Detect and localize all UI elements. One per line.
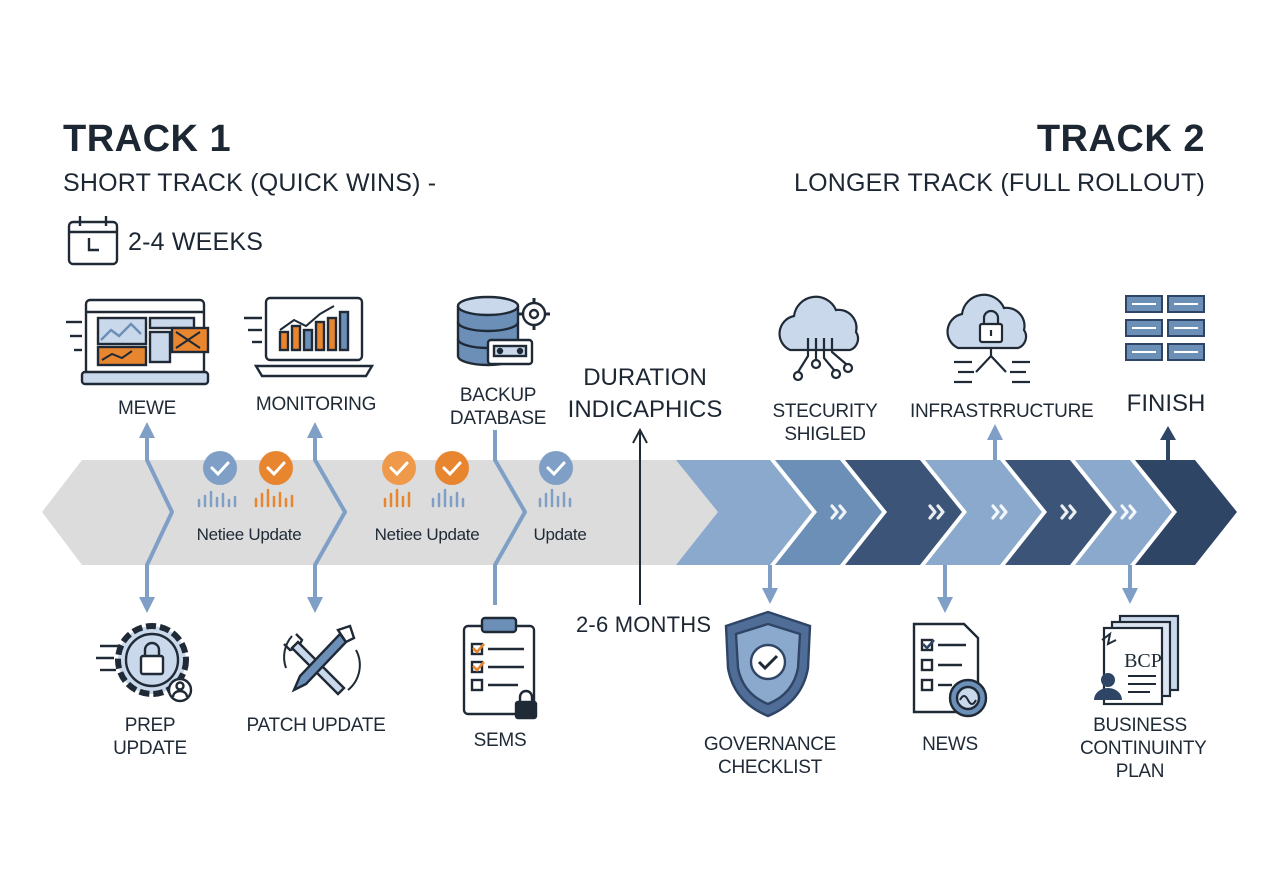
connector-1 — [139, 422, 174, 613]
chevron-seg-1 — [676, 460, 812, 565]
prep-label-line2: UPDATE — [113, 738, 187, 759]
shield-check-icon — [724, 610, 812, 718]
calendar-icon — [67, 216, 119, 266]
bcp-label-line3: PLAN — [1115, 761, 1165, 782]
governance-label-line1: GOVERNANCE — [703, 734, 837, 755]
monitoring-label: MONITORING — [255, 394, 377, 415]
connector-3 — [493, 430, 527, 605]
bcp-label-line2: CONTINUINTY — [1080, 738, 1207, 759]
cloud-lock-icon — [946, 293, 1030, 384]
clipboard-checklist-icon — [462, 616, 538, 720]
band-update-2: Netiee Update — [374, 525, 480, 544]
track1-band — [42, 460, 720, 565]
security-label-line2: SHIGLED — [784, 424, 866, 445]
track1-title: TRACK 1 — [63, 118, 232, 160]
band-update-1: Netiee Update — [196, 525, 302, 544]
chevron-seg-5 — [1005, 460, 1112, 565]
prep-label-line1: PREP — [124, 715, 176, 736]
bcp-badge: BCP — [1124, 650, 1162, 672]
gear-lock-icon — [96, 623, 193, 703]
track2-subtitle: LONGER TRACK (FULL ROLLOUT) — [793, 169, 1205, 197]
chevron-seg-3 — [845, 460, 962, 565]
patch-update-label: PATCH UPDATE — [246, 715, 386, 736]
sems-label: SEMS — [473, 730, 527, 751]
chevron-seg-4 — [925, 460, 1042, 565]
band-update-3: Update — [533, 525, 587, 544]
bcp-label-line1: BUSINESS — [1093, 715, 1187, 736]
track1-subtitle: SHORT TRACK (QUICK WINS) - — [63, 169, 437, 197]
news-label: NEWS — [922, 734, 978, 755]
dashboard-window-icon — [66, 298, 210, 386]
chevron-double-icon — [830, 504, 1137, 520]
security-label-line1: STECURITY — [772, 401, 878, 422]
server-racks-icon — [1125, 295, 1205, 361]
finish-label: FINISH — [1126, 390, 1206, 417]
chevron-seg-6 — [1075, 460, 1172, 565]
document-checklist-icon — [912, 622, 988, 718]
database-gear-icon — [456, 295, 550, 367]
mini-bars — [197, 488, 572, 508]
governance-label-line2: CHECKLIST — [718, 757, 822, 778]
backup-label-line2: DATABASE — [449, 408, 547, 429]
track1-duration: 2-4 WEEKS — [128, 228, 264, 256]
infrastructure-label: INFRASTRRUCTURE — [910, 401, 1094, 422]
cloud-network-icon — [778, 295, 860, 382]
connector-2 — [307, 422, 347, 613]
backup-label-line1: BACKUP — [459, 385, 537, 406]
check-circle-icon — [203, 451, 573, 485]
center-title-line1: DURATION — [583, 364, 707, 391]
center-duration: 2-6 MONTHS — [576, 612, 712, 637]
laptop-chart-icon — [244, 296, 375, 378]
mewe-label: MEWE — [118, 398, 176, 419]
chevron-seg-7 — [1135, 460, 1237, 565]
wrench-screwdriver-icon — [283, 624, 361, 696]
center-title-line2: INDICAPHICS — [567, 396, 723, 423]
chevron-seg-2 — [775, 460, 882, 565]
bcp-document-icon — [1094, 614, 1180, 706]
track2-title: TRACK 2 — [1036, 118, 1205, 160]
